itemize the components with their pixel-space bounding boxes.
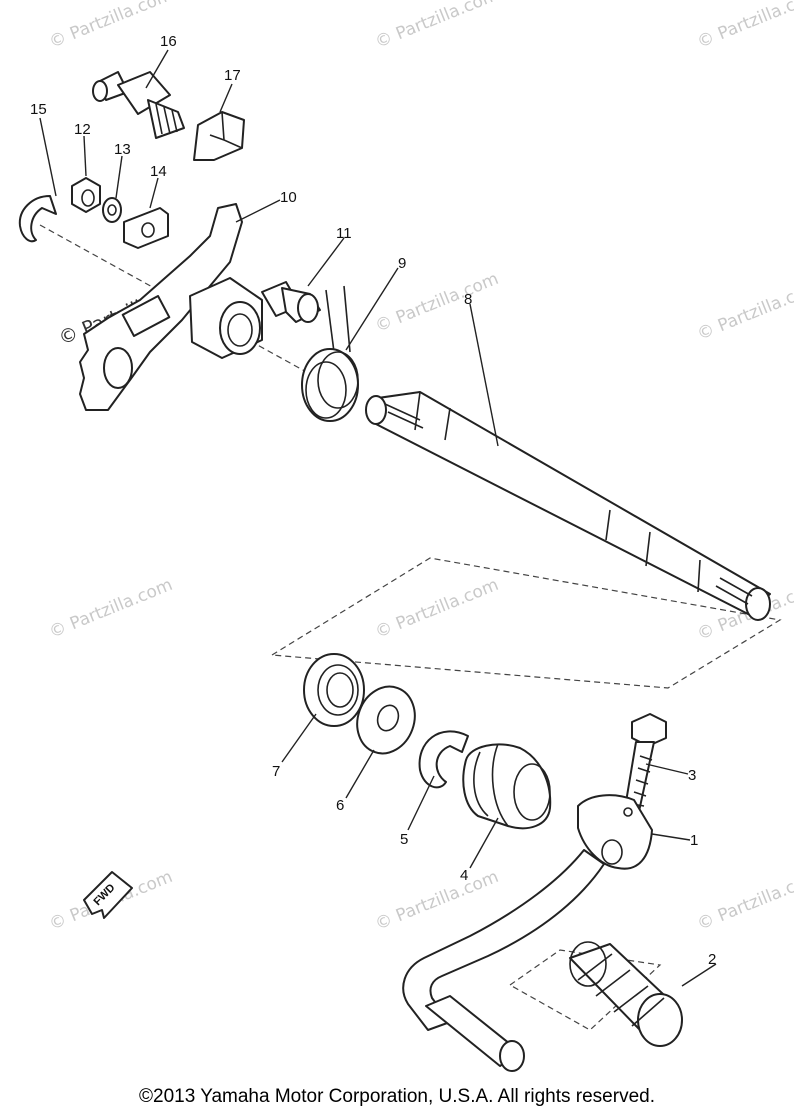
part-number-10: 10 bbox=[280, 189, 297, 206]
watermark: © Partzilla.com bbox=[694, 867, 794, 935]
part-number-6: 6 bbox=[336, 797, 344, 814]
part-number-13: 13 bbox=[114, 141, 131, 158]
part-number-3: 3 bbox=[688, 767, 696, 784]
part-17-bracket bbox=[193, 111, 245, 161]
part-number-15: 15 bbox=[30, 101, 47, 118]
part-4-boot bbox=[462, 743, 552, 830]
part-number-9: 9 bbox=[398, 255, 406, 272]
leader-lines bbox=[39, 49, 717, 987]
dashed-outline-washers bbox=[271, 557, 782, 689]
part-number-8: 8 bbox=[464, 291, 472, 308]
part-number-labels: 1 2 3 4 5 6 7 8 9 10 11 12 13 14 15 16 1… bbox=[30, 33, 716, 968]
part-3-bolt bbox=[623, 713, 667, 817]
part-number-12: 12 bbox=[74, 121, 91, 138]
part-number-11: 11 bbox=[336, 225, 352, 242]
fwd-direction-marker: FWD bbox=[83, 871, 133, 919]
part-15-circlip bbox=[18, 195, 57, 243]
part-6-washer bbox=[356, 685, 416, 755]
part-16-bolt bbox=[92, 71, 185, 139]
watermark: © Partzilla.com bbox=[372, 575, 501, 643]
part-9-spring bbox=[301, 285, 359, 422]
part-5-circlip bbox=[418, 730, 469, 789]
part-number-7: 7 bbox=[272, 763, 280, 780]
watermark: © Partzilla.com bbox=[694, 0, 794, 53]
watermark: © Partzilla.com bbox=[46, 0, 175, 53]
copyright-notice: ©2013 Yamaha Motor Corporation, U.S.A. A… bbox=[139, 1086, 655, 1107]
part-2-pedal-rubber bbox=[569, 941, 683, 1047]
watermark: © Partzilla.com bbox=[372, 867, 501, 935]
part-8-shaft bbox=[365, 391, 771, 621]
part-number-17: 17 bbox=[224, 67, 241, 84]
part-14-clip bbox=[123, 207, 169, 249]
part-1-shift-lever bbox=[402, 794, 653, 1072]
part-7-seal bbox=[303, 653, 365, 727]
part-number-2: 2 bbox=[708, 951, 716, 968]
part-number-16: 16 bbox=[160, 33, 177, 50]
watermark: © Partzilla.com bbox=[372, 0, 501, 53]
part-number-14: 14 bbox=[150, 163, 167, 180]
part-11-pin bbox=[261, 281, 321, 323]
part-10-shift-arm bbox=[79, 203, 263, 411]
part-12-nut bbox=[71, 177, 101, 213]
part-number-4: 4 bbox=[460, 867, 468, 884]
watermark: © Partzilla.com bbox=[46, 575, 175, 643]
part-13-washer bbox=[102, 197, 122, 223]
watermarks: © Partzilla.com © Partzilla.com © Partzi… bbox=[46, 0, 794, 935]
watermark: © Partzilla.com bbox=[694, 277, 794, 345]
part-number-1: 1 bbox=[690, 832, 698, 849]
part-number-5: 5 bbox=[400, 831, 408, 848]
dashed-outline-pedal bbox=[509, 949, 662, 1031]
